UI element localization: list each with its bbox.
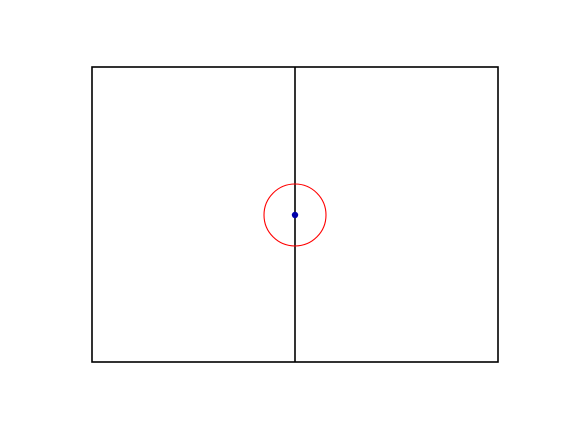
center-circle — [263, 183, 327, 247]
center-point — [291, 211, 299, 219]
